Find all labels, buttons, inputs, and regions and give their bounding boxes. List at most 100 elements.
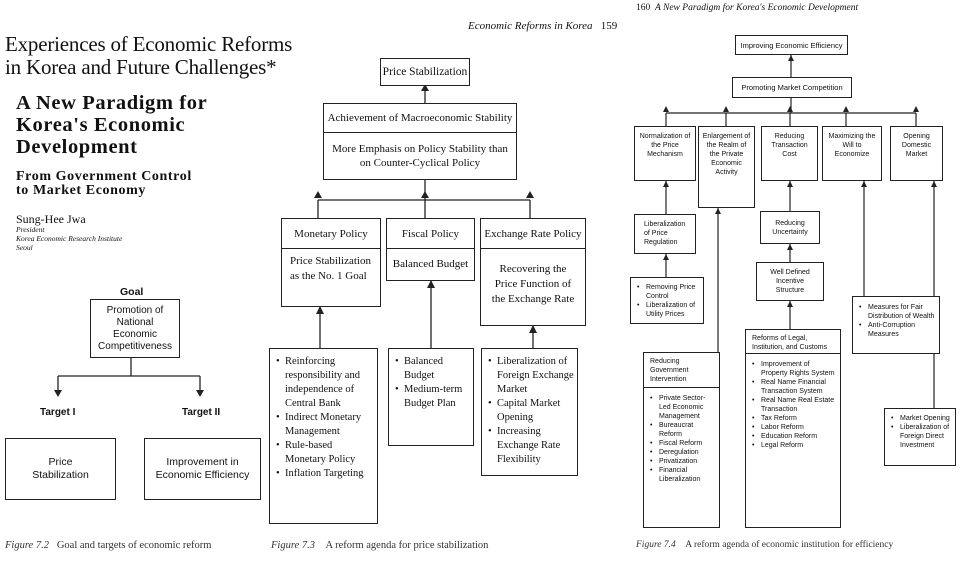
- measures-fair-distribution-box: Measures for Fair Distribution of Wealth…: [852, 296, 940, 354]
- list-item: Tax Reform: [752, 414, 837, 423]
- figure-7-2-number: Figure 7.2: [5, 540, 49, 551]
- subtitle-line-1: A New Paradigm for: [16, 92, 208, 114]
- list-item: Deregulation: [650, 448, 716, 457]
- target-2-box: Improvement in Economic Efficiency: [144, 438, 261, 500]
- list-item: Private Sector-Led Economic Management: [650, 394, 716, 421]
- goal-box: Promotion of National Economic Competiti…: [90, 299, 180, 358]
- col-reducing-transaction: Reducing Transaction Cost: [761, 126, 818, 181]
- goal-label: Goal: [120, 286, 144, 298]
- list-item: Improvement of Property Rights System: [752, 360, 837, 378]
- list-item: Real Name Real Estate Transaction: [752, 396, 837, 414]
- monetary-policy-measures: Reinforcing responsibility and independe…: [269, 348, 378, 524]
- page-number-160: 160: [636, 3, 651, 13]
- figure-7-3-caption: Figure 7.3 A reform agenda for price sta…: [271, 540, 488, 551]
- list-item: Liberalization of Foreign Exchange Marke…: [488, 355, 574, 397]
- fiscal-policy-goal: Balanced Budget: [392, 258, 469, 270]
- list-item: Privatization: [650, 457, 716, 466]
- list-item: Education Reform: [752, 432, 837, 441]
- subtitle-line-2: Korea's Economic: [16, 114, 186, 136]
- list-item: Reinforcing responsibility and independe…: [276, 355, 373, 411]
- target-1-box: Price Stabilization: [5, 438, 116, 500]
- reforms-legal-head: Reforms of Legal, Institution, and Custo…: [746, 330, 840, 354]
- list-item: Liberalization of Foreign Direct Investm…: [891, 423, 952, 450]
- list-item: Labor Reform: [752, 423, 837, 432]
- col-maximizing-will: Maximizing the Will to Economize: [822, 126, 882, 181]
- removing-price-control-box: Removing Price Control Liberalization of…: [630, 277, 704, 324]
- list-item: Balanced Budget: [395, 355, 470, 383]
- list-item: Financial Liberalization: [650, 466, 716, 484]
- monetary-policy-goal: Price Stabilization as the No. 1 Goal: [290, 255, 371, 282]
- reducing-uncertainty-box: Reducing Uncertainty: [760, 211, 820, 244]
- reforms-legal-box: Reforms of Legal, Institution, and Custo…: [745, 329, 841, 528]
- target-2-label: Target II: [182, 407, 221, 418]
- figure-7-3-text: A reform agenda for price stabilization: [325, 540, 489, 551]
- liberalization-price-box: Liberalization of Price Regulation: [634, 214, 696, 254]
- list-item: Fiscal Reform: [650, 439, 716, 448]
- list-item: Anti-Corruption Measures: [859, 321, 936, 339]
- reducing-government-head: Reducing Government Intervention: [644, 353, 719, 388]
- sub-subtitle-line-1: From Government Control: [16, 169, 192, 184]
- list-item: Indirect Monetary Management: [276, 411, 373, 439]
- figure-7-4-number: Figure 7.4: [636, 540, 676, 550]
- exchange-rate-measures: Liberalization of Foreign Exchange Marke…: [481, 348, 578, 476]
- list-item: Legal Reform: [752, 441, 837, 450]
- price-stabilization-box: Price Stabilization: [380, 58, 470, 86]
- list-item: Removing Price Control: [637, 283, 700, 301]
- running-header: Economic Reforms in Korea: [468, 20, 593, 32]
- subtitle: A New Paradigm for Korea's Economic Deve…: [16, 92, 207, 158]
- book-title: Experiences of Economic Reforms in Korea…: [5, 33, 292, 79]
- monetary-measures-list: Reinforcing responsibility and independe…: [276, 355, 373, 481]
- list-item: Capital Market Opening: [488, 397, 574, 425]
- list-item: Bureaucrat Reform: [650, 421, 716, 439]
- market-opening-list: Market Opening Liberalization of Foreign…: [891, 414, 952, 450]
- reducing-government-list: Private Sector-Led Economic Management B…: [644, 388, 719, 484]
- exchange-rate-policy-box: Exchange Rate Policy Recovering the Pric…: [480, 218, 586, 326]
- macro-stability-box: Achievement of Macroeconomic Stability M…: [323, 103, 517, 180]
- title-line-2: in Korea and Future Challenges*: [5, 55, 277, 79]
- market-opening-box: Market Opening Liberalization of Foreign…: [884, 408, 956, 466]
- list-item: Rule-based Monetary Policy: [276, 439, 373, 467]
- exchange-rate-policy-title: Exchange Rate Policy: [481, 219, 585, 249]
- fiscal-measures-list: Balanced Budget Medium-term Budget Plan: [395, 355, 470, 411]
- target-1-label: Target I: [40, 407, 76, 418]
- exchange-measures-list: Liberalization of Foreign Exchange Marke…: [488, 355, 574, 467]
- sub-subtitle-line-2: to Market Economy: [16, 183, 146, 198]
- policy-emphasis-label: More Emphasis on Policy Stability than o…: [332, 143, 508, 169]
- fiscal-policy-measures: Balanced Budget Medium-term Budget Plan: [388, 348, 474, 446]
- subtitle-line-3: Development: [16, 136, 138, 158]
- achievement-label: Achievement of Macroeconomic Stability: [324, 104, 516, 133]
- reducing-government-box: Reducing Government Intervention Private…: [643, 352, 720, 528]
- figure-7-2-text: Goal and targets of economic reform: [56, 540, 212, 551]
- removing-list: Removing Price Control Liberalization of…: [637, 283, 700, 319]
- fiscal-policy-box: Fiscal Policy Balanced Budget: [386, 218, 475, 281]
- exchange-rate-policy-goal: Recovering the Price Function of the Exc…: [491, 262, 575, 305]
- author-city: Seoul: [16, 243, 33, 252]
- sub-subtitle: From Government Control to Market Econom…: [16, 170, 192, 198]
- list-item: Increasing Exchange Rate Flexibility: [488, 425, 574, 467]
- promoting-competition-box: Promoting Market Competition: [732, 77, 852, 98]
- list-item: Market Opening: [891, 414, 952, 423]
- figure-7-4-text: A reform agenda of economic institution …: [685, 540, 894, 550]
- figure-7-2-caption: Figure 7.2 Goal and targets of economic …: [5, 540, 211, 551]
- list-item: Real Name Financial Transaction System: [752, 378, 837, 396]
- col-enlargement: Enlargement of the Realm of the Private …: [698, 126, 755, 208]
- col-normalization: Normalization of the Price Mechanism: [634, 126, 696, 181]
- page-number-159: 159: [600, 20, 618, 32]
- list-item: Inflation Targeting: [276, 467, 373, 481]
- figure-7-3-number: Figure 7.3: [271, 540, 315, 551]
- author-role: President: [16, 225, 45, 234]
- well-defined-incentive-box: Well Defined Incentive Structure: [756, 262, 824, 301]
- list-item: Measures for Fair Distribution of Wealth: [859, 303, 936, 321]
- running-header-right: A New Paradigm for Korea's Economic Deve…: [655, 3, 859, 13]
- title-line-1: Experiences of Economic Reforms: [5, 32, 293, 56]
- author-affiliation: President Korea Economic Research Instit…: [16, 225, 122, 252]
- figure-7-4-caption: Figure 7.4 A reform agenda of economic i…: [636, 540, 893, 550]
- author-name: Sung-Hee Jwa: [16, 212, 86, 226]
- list-item: Medium-term Budget Plan: [395, 383, 470, 411]
- author-institution: Korea Economic Research Institute: [16, 234, 123, 243]
- improving-efficiency-box: Improving Economic Efficiency: [735, 35, 848, 55]
- col-opening-market: Opening Domestic Market: [890, 126, 943, 181]
